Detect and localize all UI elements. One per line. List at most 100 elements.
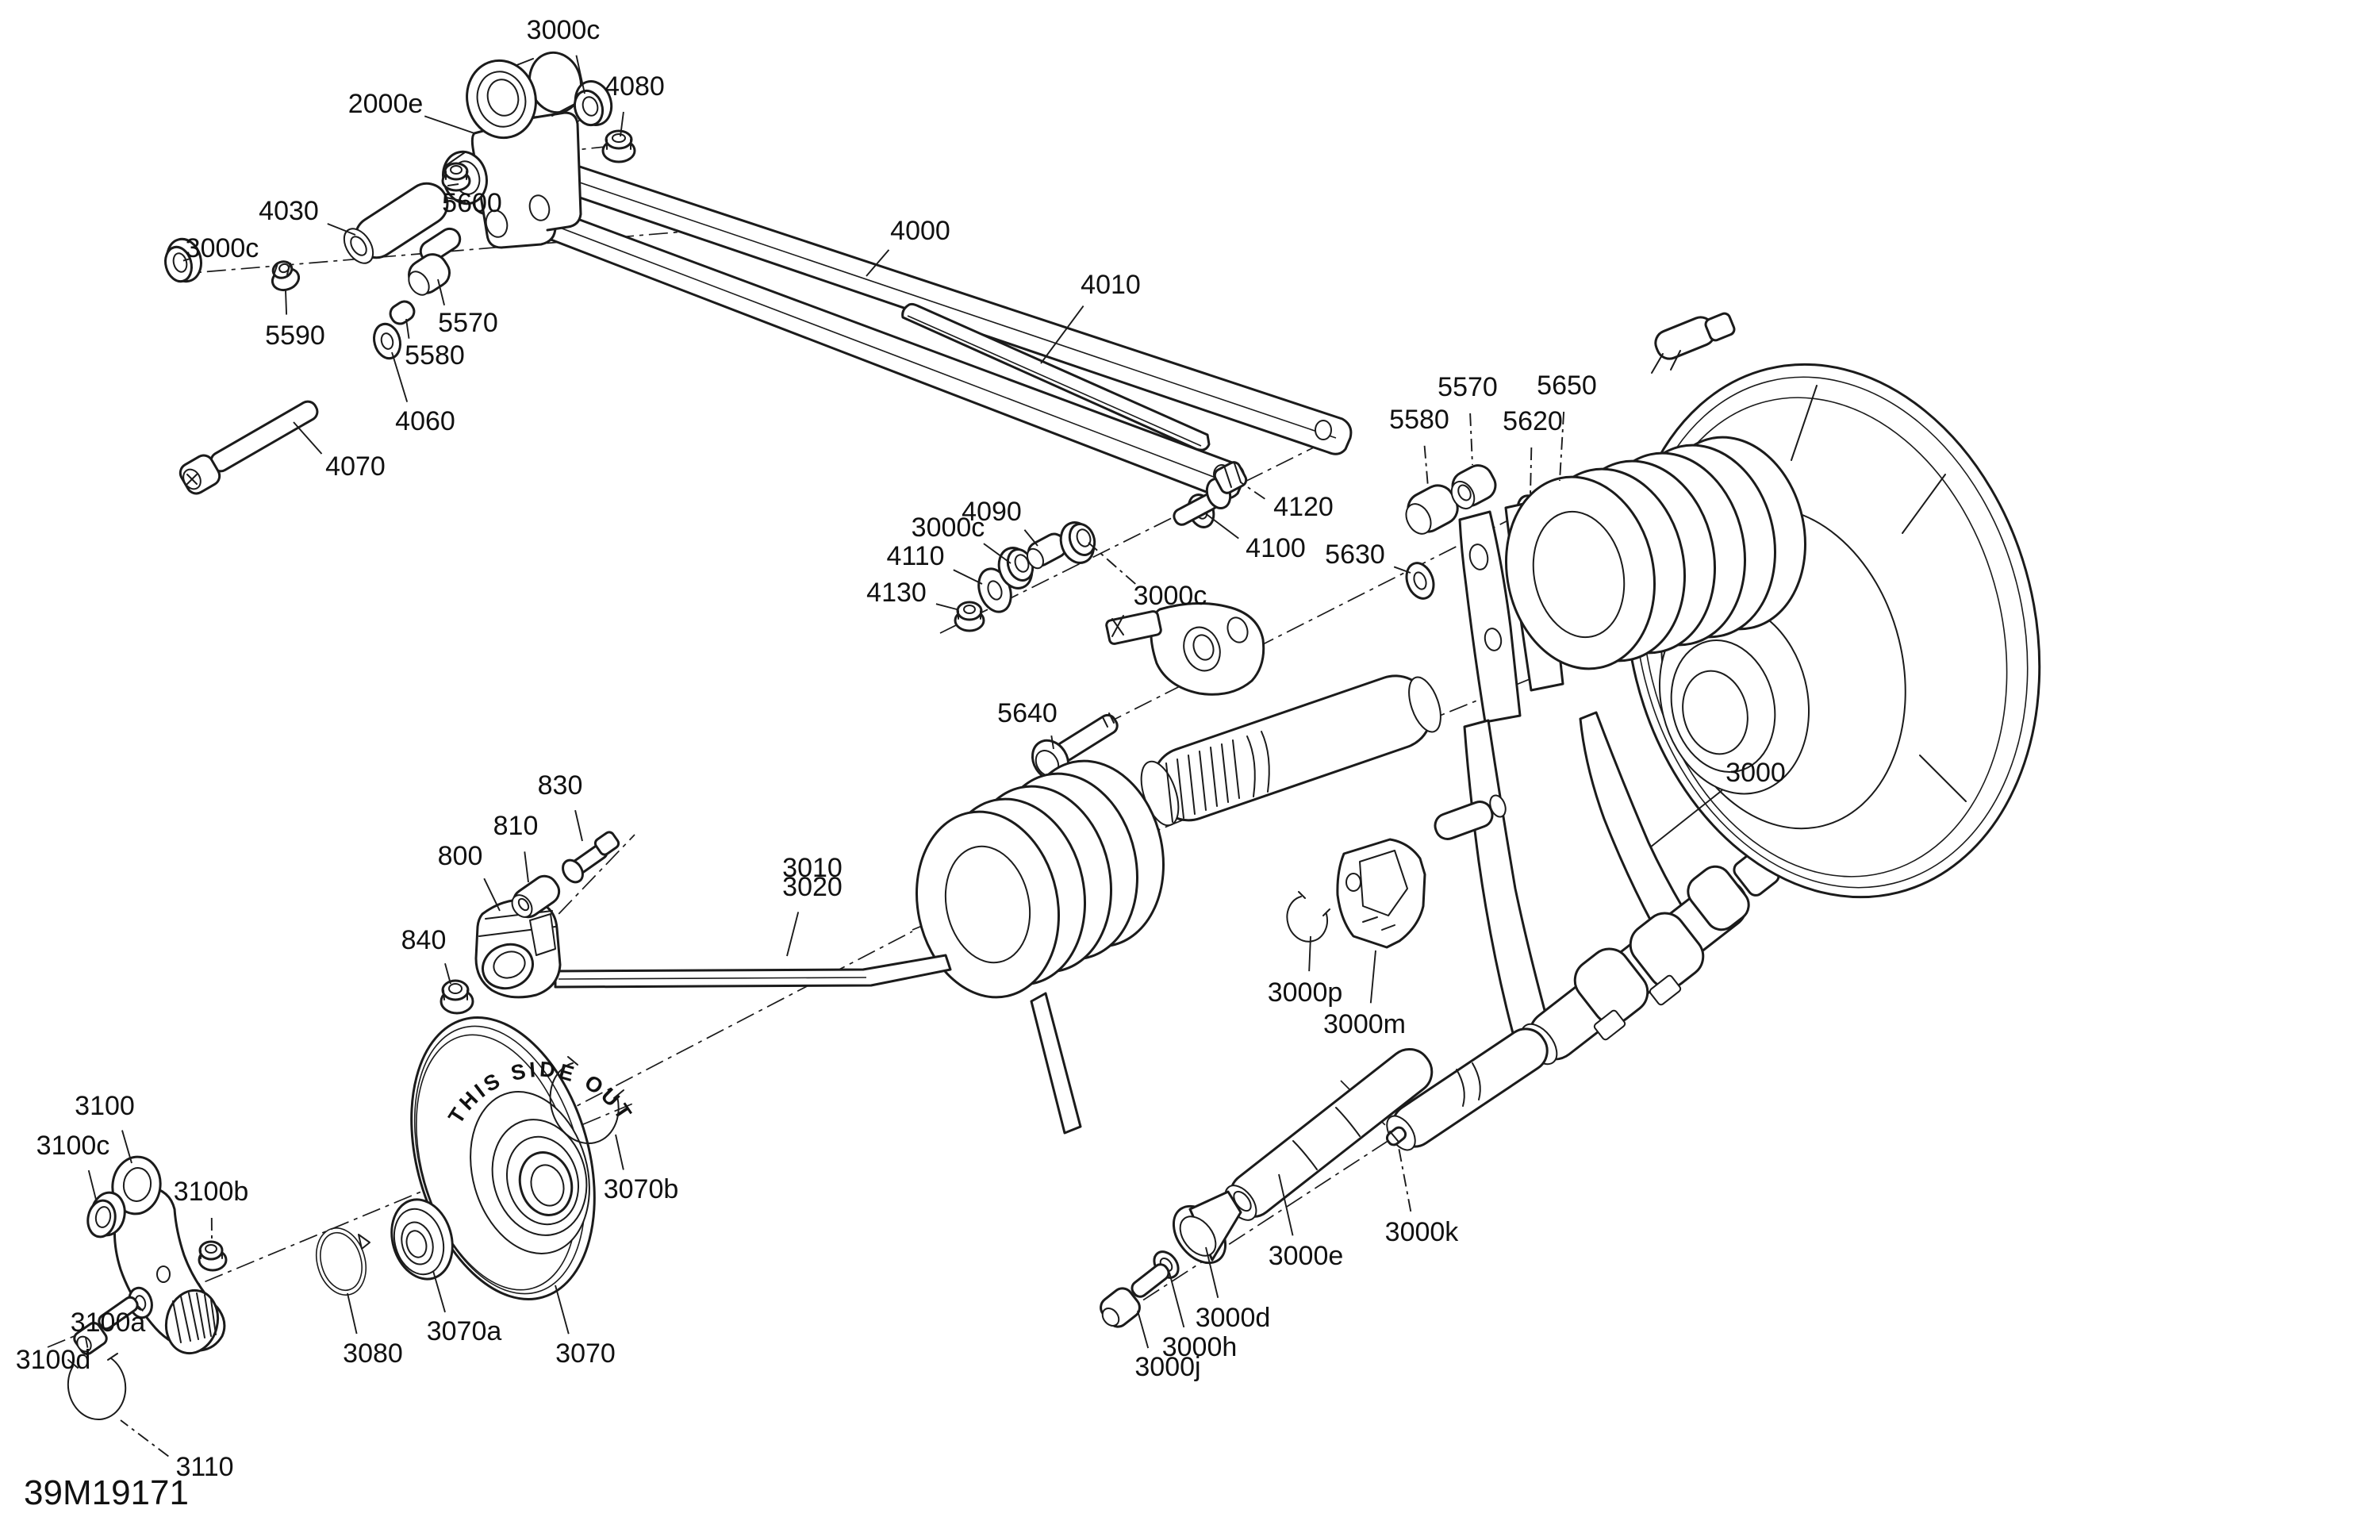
- leader-line-3080: [347, 1292, 358, 1335]
- circlip-3070b-drawing: [549, 1056, 624, 1144]
- leader-line-3070a: [432, 1270, 446, 1313]
- flanged-screw-5590-drawing: [271, 260, 301, 292]
- leader-line-3100: [121, 1130, 132, 1164]
- spacer-5580-left-drawing: [389, 300, 416, 325]
- flange-nut-840-drawing: [440, 979, 474, 1015]
- part-callout-840: 840: [401, 925, 447, 955]
- brace-strap-4010-drawing: [901, 302, 1211, 451]
- part-callout-4130: 4130: [866, 578, 927, 608]
- part-callout-3000d: 3000d: [1196, 1303, 1271, 1333]
- part-callout-4080: 4080: [605, 71, 665, 102]
- leader-line-3000h: [1169, 1272, 1185, 1328]
- bolt-3100d-drawing: [73, 1296, 139, 1355]
- part-callout-4010: 4010: [1081, 270, 1141, 300]
- part-callout-830: 830: [538, 770, 583, 801]
- bolt-830-drawing: [562, 831, 620, 884]
- snap-ring-3080-drawing: [316, 1227, 370, 1296]
- leader-line-3070b: [615, 1134, 624, 1170]
- part-callout-5650: 5650: [1537, 371, 1597, 401]
- spline-hatching: [172, 1292, 217, 1343]
- leader-line-3000c: [983, 543, 1012, 564]
- leader-line-4080: [620, 111, 624, 137]
- part-callout-4120: 4120: [1273, 492, 1334, 522]
- leader-line-3000c: [575, 55, 585, 94]
- leader-line-4060: [391, 351, 409, 402]
- part-callout-3100b: 3100b: [174, 1177, 249, 1207]
- bearing-3070a-drawing: [390, 1198, 454, 1281]
- part-callout-3110: 3110: [175, 1452, 233, 1482]
- part-callout-5600: 5600: [442, 188, 502, 218]
- leader-line-5580: [405, 318, 410, 339]
- part-callout-4110: 4110: [886, 541, 944, 571]
- leader-line-5640: [1050, 735, 1054, 750]
- leader-line-4030: [327, 223, 356, 236]
- leader-line-5630: [1393, 566, 1411, 574]
- part-callout-4100: 4100: [1246, 533, 1306, 563]
- part-callout-3100d: 3100d: [16, 1345, 91, 1375]
- leader-line-4000: [866, 249, 890, 277]
- flange-nut-4080-drawing: [601, 129, 636, 163]
- part-callout-3000h: 3000h: [1162, 1332, 1238, 1362]
- leader-line-2000e: [424, 115, 475, 134]
- part-callout-4000: 4000: [890, 216, 950, 246]
- document-code: 39M19171: [24, 1473, 189, 1512]
- swingarm-3000-drawing: [1386, 500, 1797, 1151]
- leader-line-4110: [953, 569, 983, 585]
- part-callout-3000k: 3000k: [1385, 1217, 1460, 1247]
- part-callout-5640: 5640: [997, 698, 1058, 728]
- idler-wheel-3070-drawing: THIS SIDE OUT: [410, 1016, 635, 1300]
- leader-line-4130: [935, 603, 958, 610]
- part-callout-4070: 4070: [325, 451, 386, 482]
- part-callout-5570: 5570: [1438, 372, 1498, 402]
- part-callout-4060: 4060: [395, 406, 455, 436]
- leader-line-3100d: [85, 1337, 89, 1348]
- part-callout-3070a: 3070a: [427, 1316, 502, 1346]
- circlip-3000p-drawing: [1286, 891, 1330, 943]
- part-callout-3100: 3100: [75, 1091, 135, 1121]
- part-callout-3070: 3070: [555, 1338, 616, 1369]
- leader-line-5600: [447, 183, 459, 187]
- leader-line-5570: [1469, 413, 1473, 466]
- leader-line-3000m: [1369, 950, 1376, 1004]
- sensor-3000m-drawing: [1336, 838, 1426, 949]
- leader-line-3020: [786, 912, 800, 957]
- part-callout-3000p: 3000p: [1268, 977, 1343, 1008]
- bar-end-hardware-drawing: [954, 461, 1435, 632]
- bolt-4070-drawing: [178, 400, 319, 495]
- bushing-5570-left-drawing: [407, 253, 451, 296]
- leader-line-5620: [1530, 447, 1533, 496]
- part-callout-3000c: 3000c: [912, 513, 985, 543]
- part-callout-5620: 5620: [1503, 406, 1563, 436]
- part-callout-3080: 3080: [343, 1338, 403, 1369]
- part-callout-2000e: 2000e: [348, 89, 424, 119]
- leader-line-3000j: [1137, 1310, 1150, 1349]
- flange-nut-3100b-drawing: [198, 1240, 228, 1272]
- shaft-housing-drawing: [1105, 602, 1265, 696]
- torsion-spring-drawing: [554, 759, 1165, 1135]
- leader-line-3000c: [182, 258, 191, 262]
- part-callout-3000c: 3000c: [527, 15, 601, 45]
- spline-hatching: [1165, 739, 1240, 823]
- part-callout-5590: 5590: [265, 321, 325, 351]
- part-callout-5570: 5570: [438, 308, 498, 338]
- bolt-3000j-drawing: [1100, 1263, 1170, 1328]
- leader-line-4070: [293, 421, 323, 455]
- part-callout-3000m: 3000m: [1323, 1009, 1406, 1039]
- leader-line-4010: [1040, 305, 1084, 364]
- part-callout-3010: 3010: [782, 853, 843, 883]
- leader-line-3100c: [87, 1169, 98, 1204]
- part-callout-3000j: 3000j: [1134, 1352, 1200, 1382]
- part-callout-3100c: 3100c: [36, 1131, 110, 1161]
- leader-line-3000k: [1398, 1146, 1412, 1212]
- circlip-3110-drawing: [67, 1353, 127, 1420]
- part-callout-4090: 4090: [962, 497, 1022, 527]
- leader-line-5580: [1423, 445, 1429, 488]
- washer-3100c-drawing: [86, 1191, 126, 1239]
- leader-line-4090: [1023, 529, 1038, 547]
- part-callout-3000c: 3000c: [186, 233, 259, 263]
- leader-line-3070: [555, 1285, 570, 1335]
- flange-nut-5600-drawing: [441, 162, 471, 192]
- jackshaft-drawing: [1140, 674, 1441, 827]
